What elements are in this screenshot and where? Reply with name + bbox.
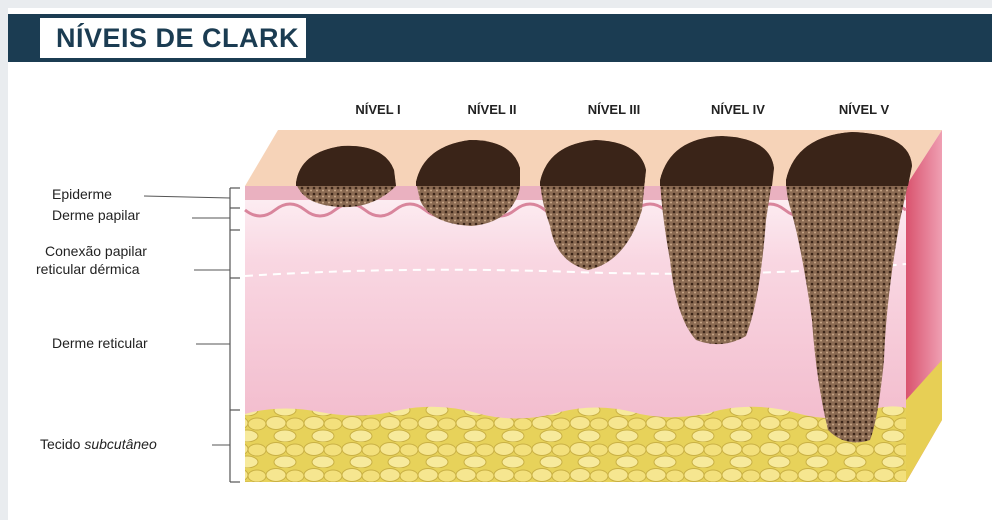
label-epiderme: Epiderme [52, 186, 112, 202]
label-tecido-part2: subcutâneo [84, 436, 157, 452]
label-derme-papilar: Derme papilar [52, 207, 140, 223]
label-tecido-part1: Tecido [40, 436, 84, 452]
label-derme-reticular: Derme reticular [52, 335, 148, 351]
label-tecido-subcutaneo: Tecido subcutâneo [40, 436, 157, 452]
leader-lines [144, 196, 230, 445]
level-label-3: NÍVEL III [588, 102, 641, 117]
level-label-5: NÍVEL V [839, 102, 890, 117]
level-label-4: NÍVEL IV [711, 102, 765, 117]
subcutaneous-fat [245, 406, 906, 482]
level-label-2: NÍVEL II [468, 102, 517, 117]
label-conexao-1: Conexão papilar [45, 243, 147, 259]
label-conexao-2: reticular dérmica [36, 261, 140, 277]
level-label-1: NÍVEL I [355, 102, 400, 117]
layer-bracket [230, 188, 240, 482]
